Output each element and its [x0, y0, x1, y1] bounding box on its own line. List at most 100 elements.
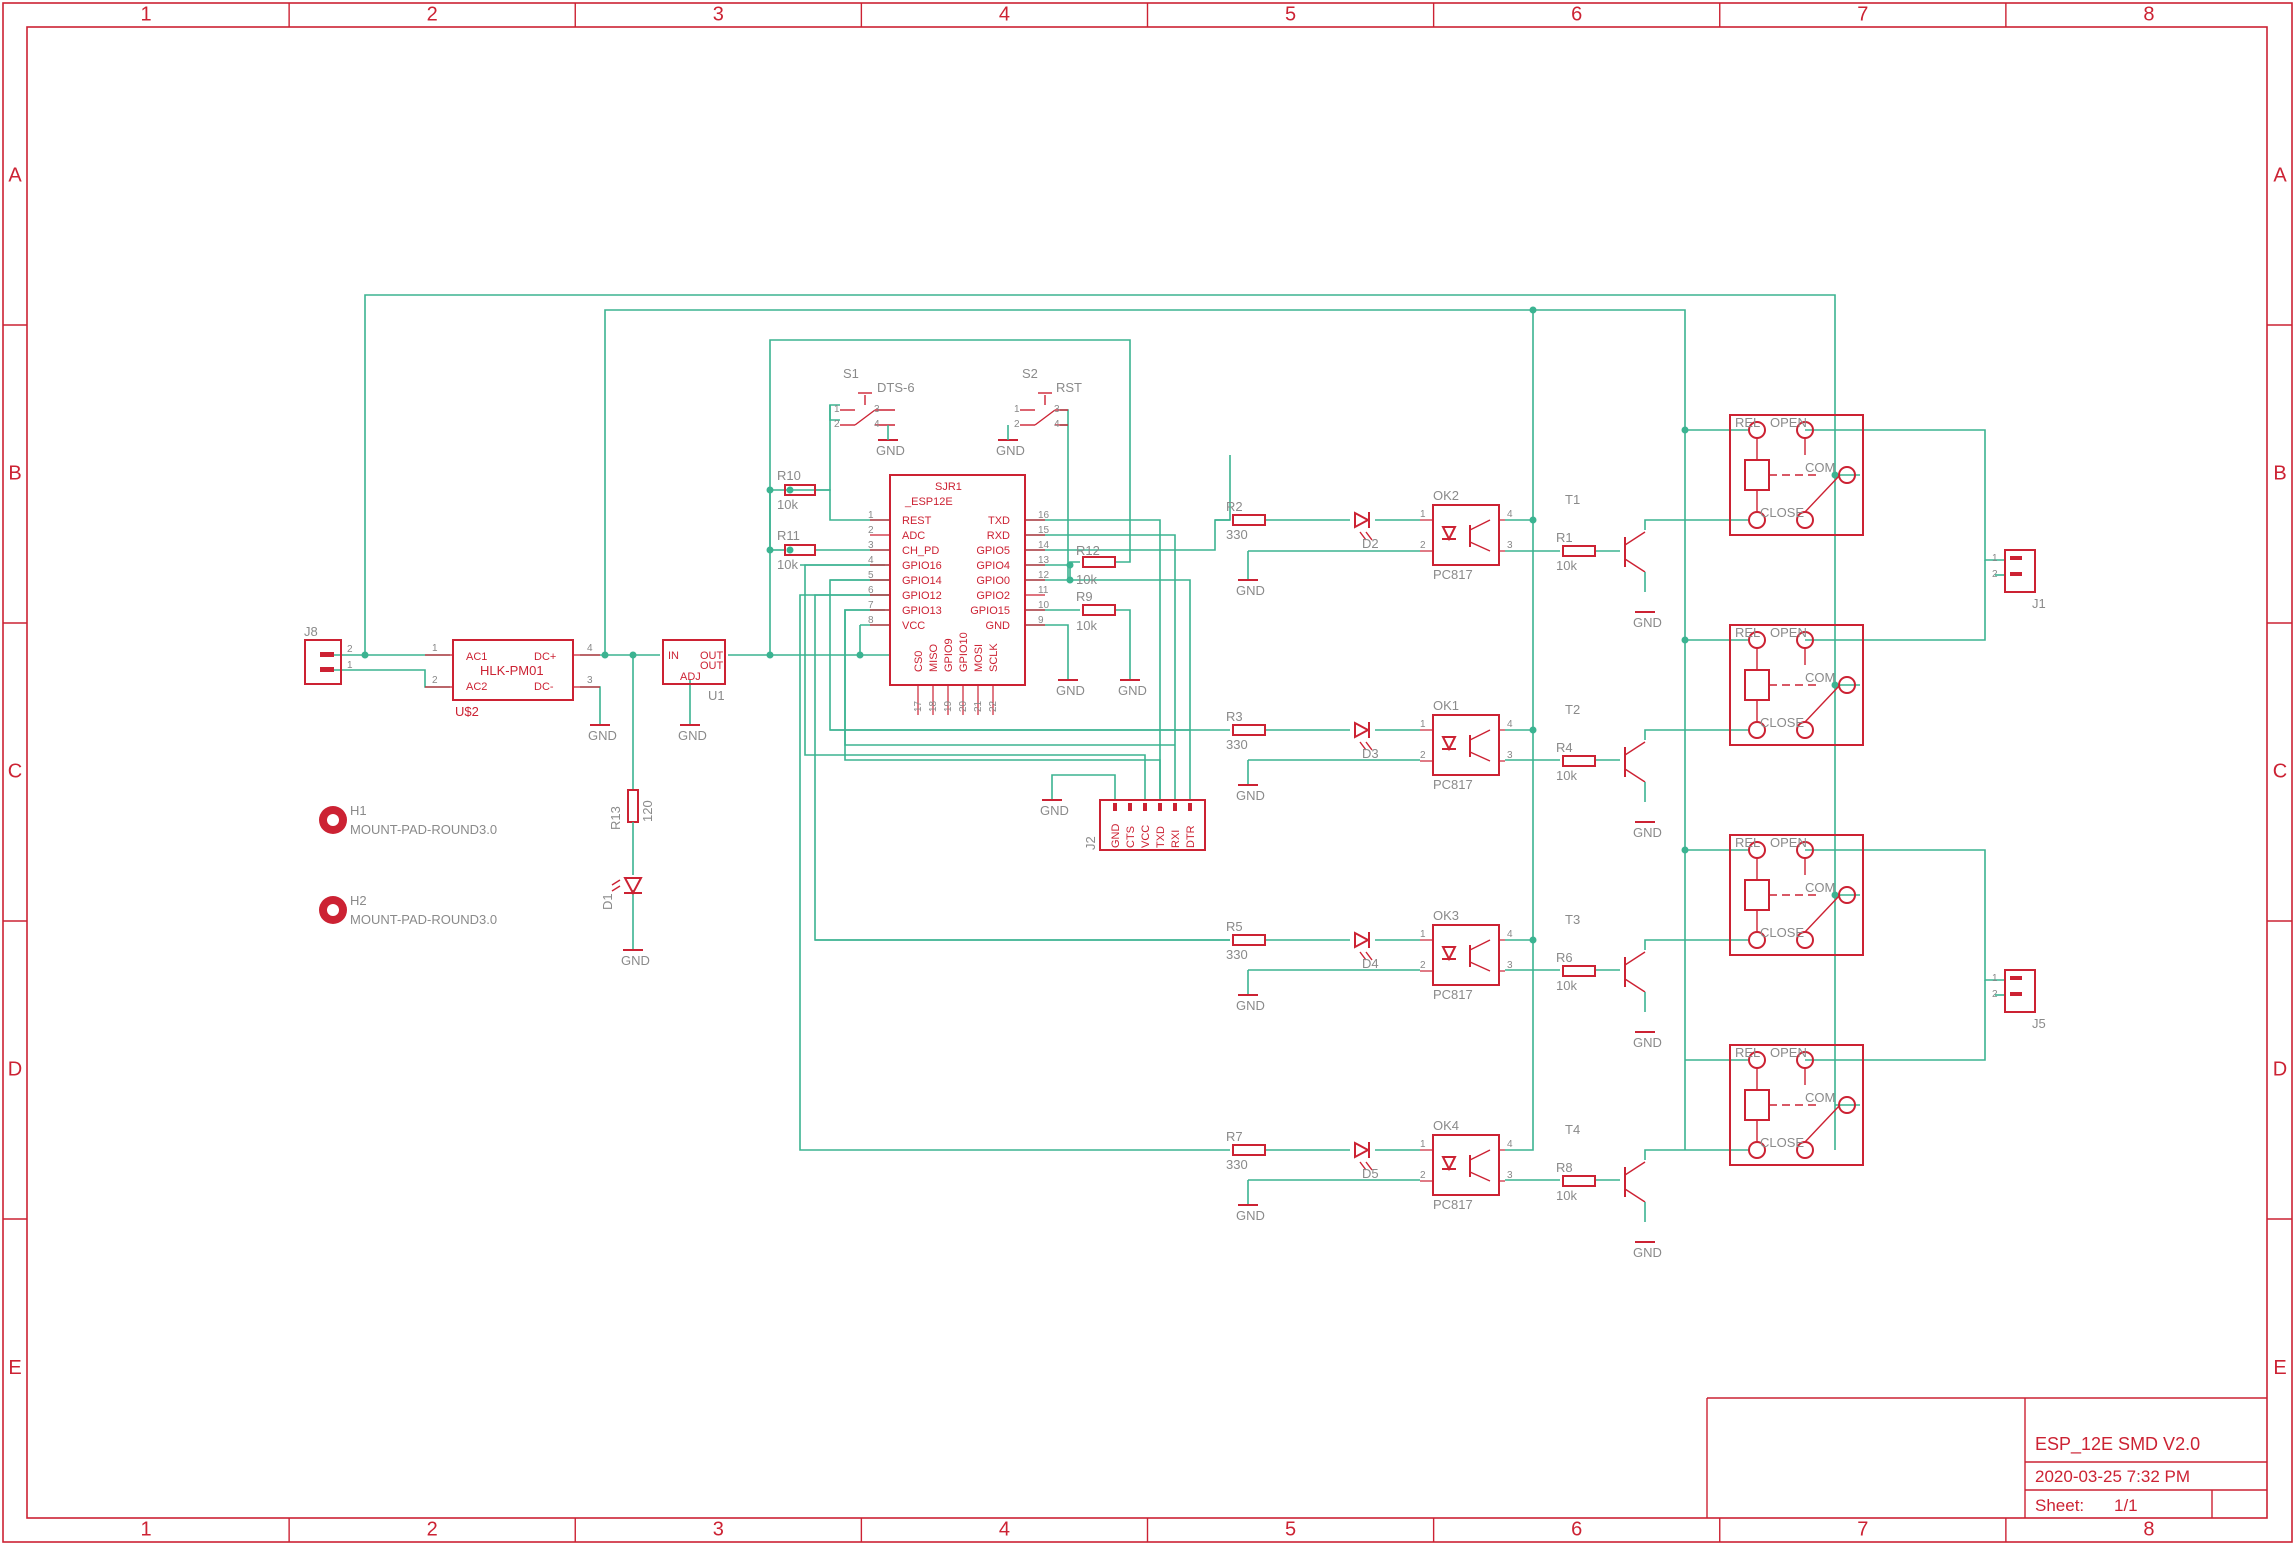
h2-ref: H2 — [350, 893, 367, 908]
gnd-label: GND — [621, 953, 650, 968]
indicator-led — [1354, 931, 1371, 949]
svg-text:3: 3 — [587, 675, 593, 686]
hlk-ref: U$2 — [455, 704, 479, 719]
j2-pin-label: RXI — [1170, 830, 1182, 848]
gnd-label: GND — [678, 728, 707, 743]
esp-left-pin-label: GPIO12 — [902, 590, 942, 602]
optocoupler — [1432, 504, 1500, 566]
hlk-ac2: AC2 — [466, 681, 487, 693]
svg-text:4: 4 — [587, 643, 593, 654]
led-resistor — [1232, 1144, 1266, 1156]
svg-text:3: 3 — [1507, 960, 1513, 971]
zone-row-left: B — [8, 462, 21, 484]
design-date: 2020-03-25 7:32 PM — [2035, 1467, 2190, 1486]
svg-text:2: 2 — [1992, 989, 1998, 1000]
esp-right-pin-num: 13 — [1038, 555, 1050, 566]
relay-com-label: COM — [1805, 880, 1835, 895]
indicator-led — [1354, 1141, 1371, 1159]
reg-in: IN — [668, 650, 679, 662]
switch-s1: 1 2 3 4 S1 DTS-6 — [834, 366, 915, 430]
led-resistor-ref: R2 — [1226, 499, 1243, 514]
esp-left-pin-num: 6 — [868, 585, 874, 596]
relay-open-label: OPEN — [1770, 835, 1807, 850]
sheet-label: Sheet: — [2035, 1496, 2084, 1515]
j5-ref: J5 — [2032, 1016, 2046, 1031]
gnd-label: GND — [1236, 1208, 1265, 1223]
switch-s2: 1 2 3 4 S2 RST — [1014, 366, 1082, 430]
esp-right-pin-num: 12 — [1038, 570, 1050, 581]
hlk-value: HLK-PM01 — [480, 663, 544, 678]
zone-col-bottom: 6 — [1571, 1518, 1582, 1540]
j2-pin-label: TXD — [1155, 826, 1167, 848]
svg-text:1: 1 — [1014, 404, 1020, 415]
svg-text:3: 3 — [1054, 404, 1060, 415]
esp-left-pin-label: CH_PD — [902, 545, 939, 557]
ground-symbol: GND — [996, 439, 1025, 458]
reg-out2: OUT — [700, 660, 724, 672]
led-resistor — [1232, 934, 1266, 946]
h1-ref: H1 — [350, 803, 367, 818]
design-title: ESP_12E SMD V2.0 — [2035, 1434, 2200, 1455]
esp-left-pin-num: 5 — [868, 570, 874, 581]
svg-text:1: 1 — [1420, 509, 1426, 520]
zone-row-right: A — [2273, 164, 2287, 186]
h1-value: MOUNT-PAD-ROUND3.0 — [350, 822, 497, 837]
svg-text:2: 2 — [1420, 960, 1426, 971]
led-ref: D3 — [1362, 746, 1379, 761]
relay-close-label: CLOSE — [1760, 925, 1804, 940]
esp-bottom-pin-label: CS0 — [913, 651, 925, 672]
led-resistor-value: 330 — [1226, 947, 1248, 962]
opto-ref: OK1 — [1433, 698, 1459, 713]
gnd-label: GND — [1236, 998, 1265, 1013]
connector-j8: 2 1 J8 — [304, 624, 353, 685]
esp-left-pin-label: ADC — [902, 530, 925, 542]
esp-left-pin-label: VCC — [902, 620, 925, 632]
reg-adj: ADJ — [680, 671, 701, 683]
zone-col-bottom: 7 — [1857, 1518, 1868, 1540]
base-resistor — [1562, 1175, 1596, 1187]
zone-row-left: A — [8, 164, 22, 186]
ground-symbol: GND — [1236, 1204, 1265, 1223]
base-resistor — [1562, 755, 1596, 767]
esp-ref: SJR1 — [935, 481, 962, 493]
opto-channels: R2330D21243OK2PC817R110kT1R3330D31243OK1… — [1226, 488, 1646, 1222]
esp-bottom-pin-label: SCLK — [988, 643, 1000, 672]
esp-bottom-pin-num: 19 — [943, 700, 954, 712]
gnd-label: GND — [1056, 683, 1085, 698]
ground-symbol: GND — [1236, 994, 1265, 1013]
relay-close-label: CLOSE — [1760, 1135, 1804, 1150]
zone-row-right: C — [2273, 760, 2287, 782]
gnd-label: GND — [1633, 825, 1662, 840]
esp-left-pin-num: 8 — [868, 615, 874, 626]
r11-value: 10k — [777, 557, 798, 572]
svg-text:2: 2 — [1014, 419, 1020, 430]
resistor-r12: R12 10k — [1076, 543, 1116, 587]
esp-left-pin-num: 3 — [868, 540, 874, 551]
gnd-label: GND — [1633, 1035, 1662, 1050]
esp-right-pin-label: GPIO0 — [976, 575, 1010, 587]
j2-pin-label: VCC — [1140, 825, 1152, 848]
gnd-label: GND — [996, 443, 1025, 458]
resistor-r10: R10 10k — [777, 468, 816, 512]
led-resistor-value: 330 — [1226, 737, 1248, 752]
reg-out: OUT — [700, 650, 724, 662]
svg-text:3: 3 — [874, 404, 880, 415]
esp-value: _ESP12E — [904, 496, 953, 508]
led-d1: D1 — [600, 877, 643, 910]
esp-left-pin-label: GPIO16 — [902, 560, 942, 572]
svg-text:1: 1 — [1992, 973, 1998, 984]
gnd-label: GND — [588, 728, 617, 743]
opto-ref: OK3 — [1433, 908, 1459, 923]
gnd-label: GND — [876, 443, 905, 458]
esp-bottom-pin-num: 21 — [973, 700, 984, 712]
power-module-hlk-pm01: 1 2 4 3 AC1 AC2 DC+ DC- HLK-PM01 U$2 — [425, 639, 600, 719]
esp-left-pin-label: REST — [902, 515, 932, 527]
ground-symbol: GND — [1236, 579, 1265, 598]
optocoupler — [1432, 1134, 1500, 1196]
r13-ref: R13 — [608, 806, 623, 830]
j2-ref: J2 — [1083, 836, 1098, 850]
